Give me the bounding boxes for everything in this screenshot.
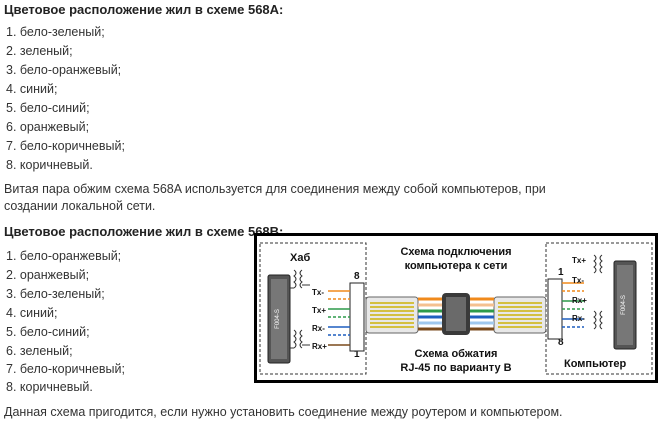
hub-transformer-icon [290, 269, 310, 349]
computer-label: Компьютер [564, 358, 626, 370]
section-568a-title: Цветовое расположение жил в схеме 568A: [4, 2, 284, 17]
computer-chip-icon: F004-S [613, 260, 637, 350]
hub-pin-1-label: 1 [354, 349, 360, 360]
list-item: 6. зеленый; [6, 344, 73, 358]
paragraph-568a-usage: Витая пара обжим схема 568A используется… [4, 181, 546, 215]
list-item: 1. бело-зеленый; [6, 25, 105, 39]
computer-pin-1-label: 1 [558, 267, 564, 278]
cable-with-rj45-connectors-icon [365, 293, 547, 335]
hub-tx-minus-label: Tx- [312, 288, 324, 297]
list-item: 8. коричневый. [6, 380, 93, 394]
hub-pin-8-label: 8 [354, 271, 360, 282]
computer-wires [562, 282, 584, 328]
list-item: 7. бело-коричневый; [6, 139, 125, 153]
computer-tx-plus-label: Tx+ [572, 256, 586, 265]
hub-label: Хаб [290, 252, 310, 264]
rj45-wiring-diagram: Хаб F004-S Tx- Tx+ Rx- Rx+ 8 1 Схема под… [254, 233, 658, 383]
list-item: 4. синий; [6, 306, 58, 320]
diagram-title-line1: Схема подключения [400, 246, 511, 258]
computer-port-icon [547, 278, 563, 340]
hub-port-icon [349, 282, 365, 352]
paragraph-line: создании локальной сети. [4, 199, 156, 213]
list-item: 3. бело-зеленый; [6, 287, 105, 301]
list-item: 3. бело-оранжевый; [6, 63, 122, 77]
list-item: 8. коричневый. [6, 158, 93, 172]
computer-chip-label: F004-S [621, 295, 627, 315]
list-item: 7. бело-коричневый; [6, 362, 125, 376]
crimp-title-line2: RJ-45 по варианту B [400, 362, 511, 374]
hub-rx-plus-label: Rx+ [312, 342, 327, 351]
hub-chip-label: F004-S [275, 309, 281, 329]
computer-rx-minus-label: Rx- [572, 314, 585, 323]
hub-tx-plus-label: Tx+ [312, 306, 326, 315]
diagram-title-line2: компьютера к сети [405, 260, 508, 272]
section-568b-title: Цветовое расположение жил в схеме 568B: [4, 224, 284, 239]
closing-paragraph: Данная схема пригодится, если нужно уста… [4, 405, 563, 419]
paragraph-line: Витая пара обжим схема 568A используется… [4, 182, 546, 196]
list-item: 5. бело-синий; [6, 325, 90, 339]
hub-wires [328, 290, 350, 346]
list-item: 2. оранжевый; [6, 268, 90, 282]
computer-tx-minus-label: Tx- [572, 276, 584, 285]
computer-pin-8-label: 8 [558, 337, 564, 348]
list-item: 5. бело-синий; [6, 101, 90, 115]
hub-chip-icon: F004-S [267, 274, 291, 364]
list-item: 6. оранжевый; [6, 120, 90, 134]
list-item: 4. синий; [6, 82, 58, 96]
computer-rx-plus-label: Rx+ [572, 296, 587, 305]
hub-rx-minus-label: Rx- [312, 324, 325, 333]
list-item: 1. бело-оранжевый; [6, 249, 122, 263]
computer-transformer-icon [593, 254, 603, 330]
crimp-title-line1: Схема обжатия [415, 348, 498, 360]
list-item: 2. зеленый; [6, 44, 73, 58]
